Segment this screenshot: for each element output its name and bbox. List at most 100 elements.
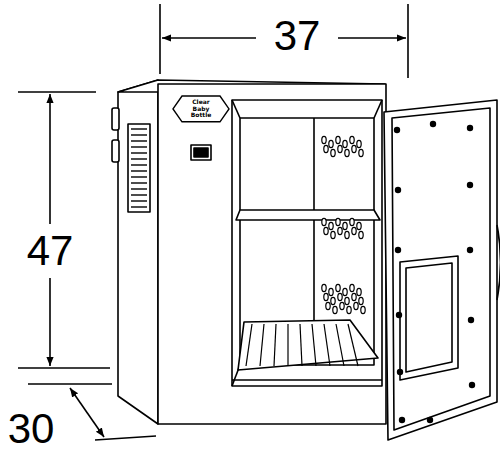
side-knob [112, 108, 119, 130]
vent-hole [340, 302, 344, 309]
vent-hole [343, 140, 347, 147]
rack-slat [260, 324, 264, 366]
vent-hole [343, 222, 347, 229]
rack-slat [300, 324, 302, 366]
extension-line [28, 383, 112, 385]
door-bolt [395, 247, 401, 253]
vent-slat [131, 146, 147, 147]
rack-slat [246, 324, 252, 366]
vent-hole [338, 145, 342, 152]
vent-hole [359, 149, 363, 156]
door-window-pane [406, 263, 452, 372]
dimension-line [70, 388, 104, 437]
extension-line [18, 91, 96, 93]
vent-hole [347, 306, 351, 313]
vent-hole [331, 149, 335, 156]
vent-hole [345, 231, 349, 238]
vent-slat [131, 188, 147, 189]
vent-hole [357, 140, 361, 147]
door-bolt [430, 121, 436, 127]
door-bolt [394, 127, 400, 133]
dimension-value: 37 [272, 15, 323, 57]
dimension-value: 30 [6, 408, 57, 450]
opening-sill [232, 379, 382, 381]
vent-hole [329, 288, 333, 295]
door-bolt [469, 382, 475, 388]
interior-edge [232, 100, 240, 118]
shelf [236, 210, 380, 220]
vent-slat [131, 134, 147, 135]
vent-hole [333, 306, 337, 313]
vent-hole [352, 227, 356, 234]
rack-slat [324, 324, 330, 366]
vent-hole [322, 218, 326, 225]
dimension-line [49, 278, 51, 366]
dimension-line [338, 37, 406, 39]
rack-slat [274, 324, 276, 366]
vent-hole [324, 227, 328, 234]
door-bolt [468, 317, 474, 323]
rack-slat [336, 324, 344, 366]
vent-hole [331, 231, 335, 238]
vent-hole [326, 302, 330, 309]
door-bolt [396, 312, 402, 318]
vent-hole [345, 297, 349, 304]
vent-slat [131, 206, 147, 207]
vent-slat [131, 164, 147, 165]
vent-slat [131, 182, 147, 183]
dimension-value: 47 [25, 230, 76, 272]
vent-hole [338, 293, 342, 300]
vent-hole [324, 145, 328, 152]
indicator-light [191, 145, 211, 160]
vent-hole [345, 149, 349, 156]
interior-edge [374, 100, 382, 118]
logo-text: Clear Baby Bottle [184, 99, 218, 119]
vent-hole [359, 297, 363, 304]
vent-slat [131, 158, 147, 159]
vent-slat [131, 194, 147, 195]
rack-slat [348, 324, 358, 366]
logo-outline [173, 96, 229, 122]
vent-hole [350, 218, 354, 225]
dimension-line [49, 94, 51, 224]
vent-hole [322, 284, 326, 291]
door-inner-frame [392, 108, 490, 430]
vent-slat [131, 170, 147, 171]
vent-hole [329, 140, 333, 147]
side-knob [112, 140, 119, 162]
door-bolt [467, 182, 473, 188]
rack-slat [287, 324, 288, 366]
side-panel [118, 80, 158, 424]
door-bolt [399, 417, 405, 423]
vent-hole [354, 302, 358, 309]
door-bolt [467, 125, 473, 131]
door-window [400, 256, 458, 380]
cabinet-opening [232, 100, 382, 386]
vent-hole [352, 145, 356, 152]
door-handle [497, 225, 500, 300]
vent-hole [350, 284, 354, 291]
vent-hole [331, 297, 335, 304]
vent-grille [128, 124, 150, 212]
rack-slat [312, 324, 316, 366]
dimension-line [162, 37, 256, 39]
extension-line [159, 4, 161, 74]
extension-line [18, 367, 110, 369]
vent-hole [329, 222, 333, 229]
extension-line [407, 4, 409, 78]
vent-hole [338, 227, 342, 234]
door-bolt [467, 247, 473, 253]
door-bolt [397, 369, 403, 375]
vent-hole [361, 306, 365, 313]
vent-hole [350, 136, 354, 143]
vent-slat [131, 128, 147, 129]
vent-hole [336, 284, 340, 291]
vent-hole [336, 136, 340, 143]
front-panel [158, 84, 386, 424]
vent-hole [336, 218, 340, 225]
vent-slat [131, 176, 147, 177]
vent-hole [324, 293, 328, 300]
vent-slat [131, 140, 147, 141]
bottom-rack [238, 320, 378, 370]
